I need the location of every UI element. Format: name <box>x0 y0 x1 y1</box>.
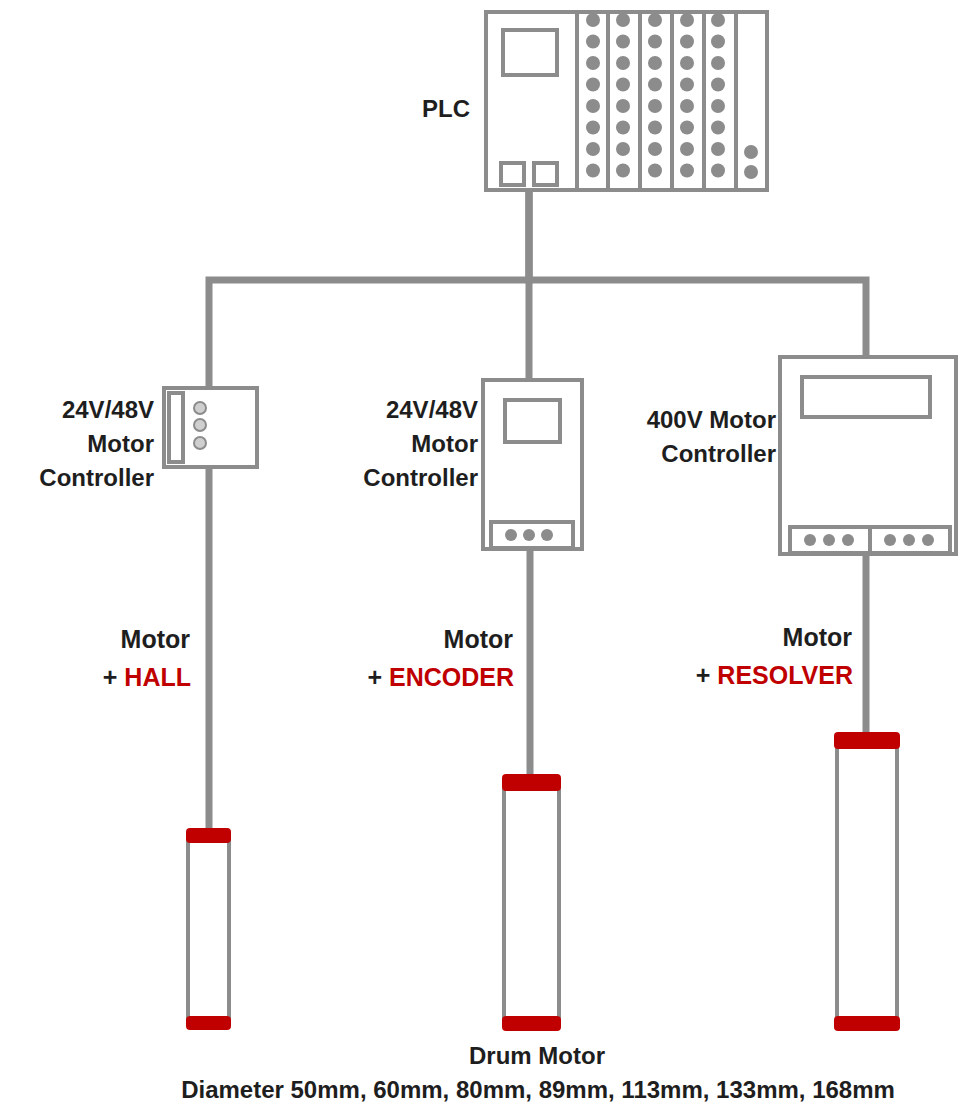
controller-display <box>802 377 930 417</box>
plc-display <box>503 30 557 75</box>
controller-display <box>505 400 560 442</box>
terminal-strip <box>790 527 950 553</box>
controller-leds <box>194 402 206 449</box>
plc-box: PLC <box>484 10 769 192</box>
label-row: +HALL <box>103 662 191 692</box>
bus-connector <box>209 192 529 386</box>
motor-cable <box>209 468 866 832</box>
bus-connector <box>529 192 866 355</box>
controller-label: 400V Motor Controller <box>646 403 776 471</box>
label-row: Motor <box>783 622 852 652</box>
drum-motor <box>186 828 231 1030</box>
plus-sign: + <box>367 663 382 691</box>
motor-label: Motor <box>121 625 190 653</box>
controller-box: 24V/48V Motor Controller <box>481 378 584 551</box>
diameter-list: Diameter 50mm, 60mm, 80mm, 89mm, 113mm, … <box>181 1076 895 1103</box>
plc-label: PLC <box>410 92 470 126</box>
terminal-divider <box>868 527 872 553</box>
feedback-type: HALL <box>124 663 191 691</box>
label-row: +ENCODER <box>367 662 514 692</box>
controller-box: 400V Motor Controller <box>778 355 958 556</box>
controller-slot <box>169 393 183 462</box>
controller-label: 24V/48V Motor Controller <box>24 393 154 495</box>
motor-label: Motor <box>444 625 513 653</box>
controller-box: 24V/48V Motor Controller <box>162 386 259 469</box>
drum-motor-title: Drum Motor <box>469 1042 605 1069</box>
drum-motor <box>834 732 900 1031</box>
plus-sign: + <box>696 661 711 689</box>
plc-port <box>501 163 524 185</box>
label-row: Diameter 50mm, 60mm, 80mm, 89mm, 113mm, … <box>181 1075 895 1105</box>
plc-port <box>534 163 557 185</box>
label-row: Drum Motor <box>469 1041 605 1071</box>
drum-motor <box>502 774 561 1031</box>
terminal-strip <box>491 522 573 548</box>
feedback-type: ENCODER <box>389 663 514 691</box>
terminals <box>505 529 934 546</box>
label-row: Motor <box>121 624 190 654</box>
motor-label: Motor <box>783 623 852 651</box>
plc-io-modules <box>577 10 758 190</box>
feedback-type: RESOLVER <box>717 661 853 689</box>
plus-sign: + <box>103 663 118 691</box>
label-row: +RESOLVER <box>696 660 853 690</box>
controller-label: 24V/48V Motor Controller <box>348 393 478 495</box>
label-row: Motor <box>444 624 513 654</box>
